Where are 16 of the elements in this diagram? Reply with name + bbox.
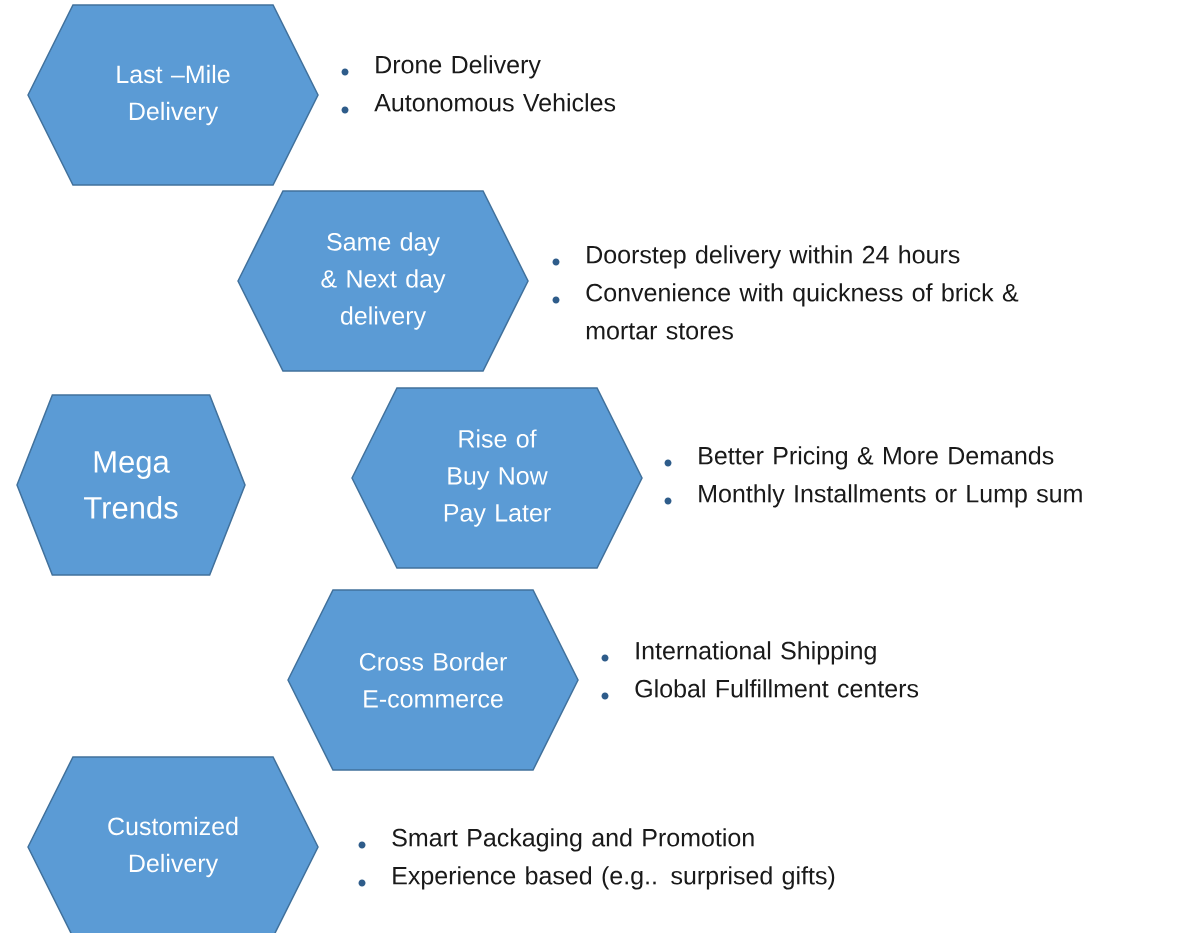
bullet-item: Drone Delivery [341, 55, 541, 79]
bullet-item: International Shipping [601, 641, 876, 665]
bullet-item: Autonomous Vehicles [341, 93, 616, 114]
bullet-item: Better Pricing & More Demands [664, 446, 1054, 470]
bullet-item: Smart Packaging and Promotion [358, 828, 754, 852]
bullet-item: Convenience with quickness of brick & mortar stores [552, 283, 1019, 340]
hexagon: Mega Trends [16, 394, 246, 576]
hexagon: Cross Border E-commerce [287, 589, 579, 771]
bullet-item: Experience based (e.g.. surprised gifts) [358, 866, 835, 890]
bullet-item: Monthly Installments or Lump sum [664, 484, 1082, 508]
hexagon: Customized Delivery [27, 756, 319, 933]
hexagon: Same day & Next day delivery [237, 190, 529, 372]
hexagon: Last –Mile Delivery [27, 4, 319, 186]
bullet-item: Global Fulfillment centers [601, 679, 919, 700]
hexagon: Rise of Buy Now Pay Later [351, 387, 643, 569]
bullet-item: Doorstep delivery within 24 hours [552, 245, 960, 269]
